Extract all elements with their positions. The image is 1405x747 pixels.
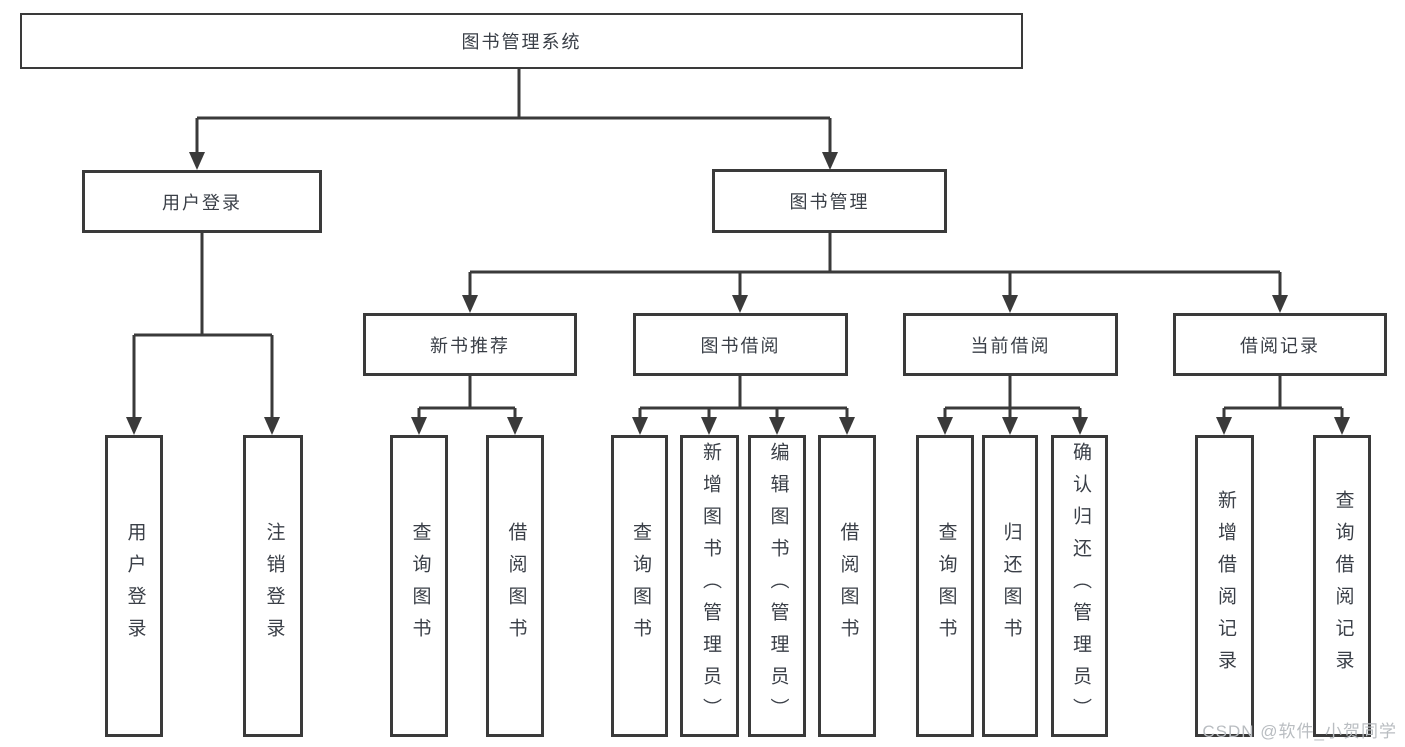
arrowhead-icons <box>126 152 1350 435</box>
node-leaf-br-add-record: 新增借阅记录 <box>1195 435 1254 737</box>
node-leaf-bb-add-book: 新增图书（管理员） <box>680 435 739 737</box>
node-leaf-bb-borrow-book: 借阅图书 <box>818 435 876 737</box>
node-user-login: 用户登录 <box>82 170 322 233</box>
node-root: 图书管理系统 <box>20 13 1023 69</box>
node-leaf-cb-query-book: 查询图书 <box>916 435 974 737</box>
node-leaf-br-query-record: 查询借阅记录 <box>1313 435 1371 737</box>
node-leaf-bb-query-book: 查询图书 <box>611 435 668 737</box>
node-new-book-recommend: 新书推荐 <box>363 313 577 376</box>
node-leaf-cb-confirm-return: 确认归还（管理员） <box>1051 435 1108 737</box>
node-leaf-bb-edit-book: 编辑图书（管理员） <box>748 435 806 737</box>
node-leaf-nb-borrow-book: 借阅图书 <box>486 435 544 737</box>
node-borrow-records: 借阅记录 <box>1173 313 1387 376</box>
node-leaf-logout: 注销登录 <box>243 435 303 737</box>
node-leaf-cb-return-book: 归还图书 <box>982 435 1038 737</box>
node-leaf-nb-query-book: 查询图书 <box>390 435 448 737</box>
node-leaf-user-login: 用户登录 <box>105 435 163 737</box>
node-current-borrow: 当前借阅 <box>903 313 1118 376</box>
node-book-management: 图书管理 <box>712 169 947 233</box>
watermark: CSDN @软件_小贺同学 <box>1202 722 1397 741</box>
node-book-borrow: 图书借阅 <box>633 313 848 376</box>
